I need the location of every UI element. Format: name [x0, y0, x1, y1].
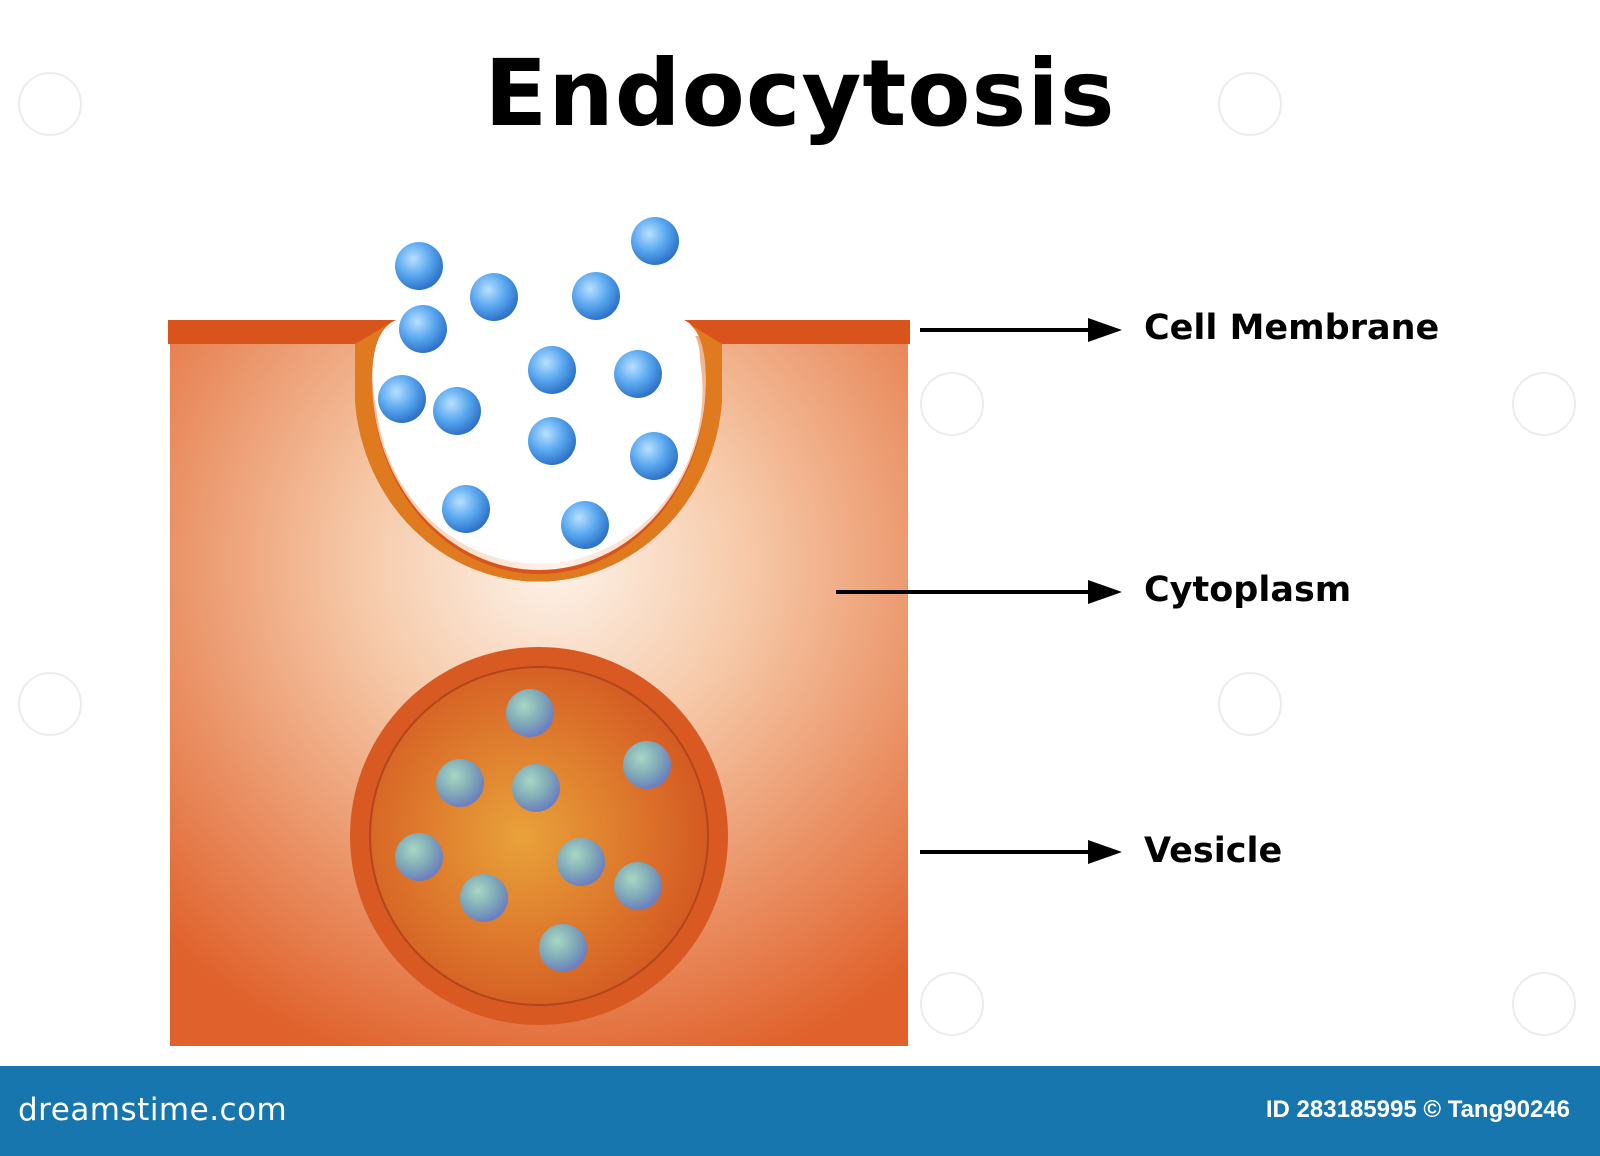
- particle: [561, 501, 609, 549]
- vesicle-particle: [623, 741, 671, 789]
- particle: [378, 375, 426, 423]
- watermark-logo: [1218, 72, 1282, 136]
- vesicle-particle: [557, 838, 605, 886]
- vesicle-inner: [369, 666, 709, 1006]
- watermark-logo: [1512, 972, 1576, 1036]
- label-cell-membrane: Cell Membrane: [1144, 308, 1440, 348]
- watermark-logo: [1512, 372, 1576, 436]
- footer-brand[interactable]: dreamstime.com: [18, 1092, 288, 1128]
- particle: [433, 387, 481, 435]
- arrow-vesicle: [920, 840, 1122, 864]
- particle: [614, 350, 662, 398]
- vesicle-particle: [614, 862, 662, 910]
- particle: [399, 305, 447, 353]
- vesicle-particle: [512, 764, 560, 812]
- diagram-title: Endocytosis: [484, 40, 1116, 147]
- vesicle-particle: [436, 759, 484, 807]
- arrow-cell-membrane: [920, 318, 1122, 342]
- watermark-logo: [18, 72, 82, 136]
- vesicle-particles: [395, 689, 671, 972]
- footer-bar: dreamstime.com ID 283185995 © Tang90246: [0, 1066, 1600, 1156]
- watermark-logo: [1218, 672, 1282, 736]
- particle: [631, 217, 679, 265]
- particle: [572, 272, 620, 320]
- watermark-logo: [920, 372, 984, 436]
- particle: [395, 242, 443, 290]
- watermark-logo: [18, 672, 82, 736]
- extracellular-particles: [378, 217, 679, 549]
- watermark-logo: [920, 972, 984, 1036]
- particle: [528, 417, 576, 465]
- vesicle-particle: [539, 924, 587, 972]
- particle: [442, 485, 490, 533]
- vesicle-particle: [460, 874, 508, 922]
- arrow-cytoplasm: [836, 580, 1122, 604]
- vesicle-particle: [506, 689, 554, 737]
- label-cytoplasm: Cytoplasm: [1144, 570, 1352, 610]
- particle: [528, 346, 576, 394]
- footer-credit: ID 283185995 © Tang90246: [1265, 1096, 1570, 1123]
- particle: [470, 273, 518, 321]
- label-vesicle: Vesicle: [1144, 831, 1283, 871]
- vesicle-particle: [395, 833, 443, 881]
- particle: [630, 432, 678, 480]
